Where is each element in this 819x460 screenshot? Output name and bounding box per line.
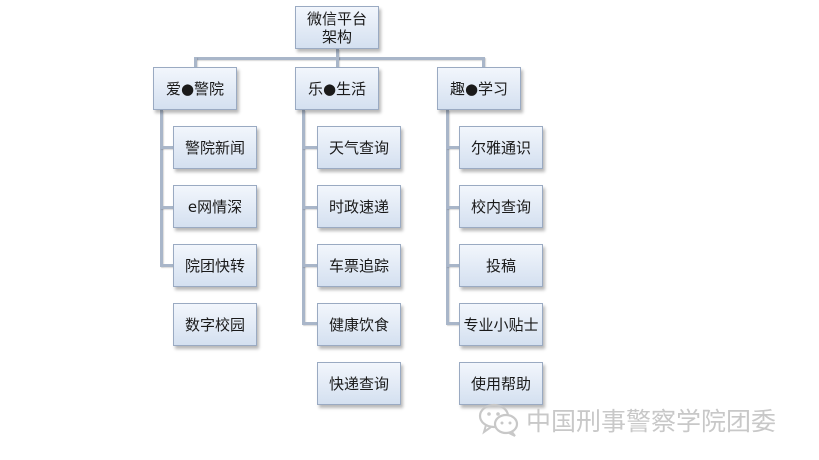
category-node: 趣●学习 <box>437 67 521 110</box>
top-connector <box>194 57 484 60</box>
item-node: 专业小贴士 <box>459 303 543 346</box>
col1-drop <box>194 57 197 67</box>
item-node: 快递查询 <box>317 362 401 405</box>
col2-branch <box>302 206 318 209</box>
col1-spine <box>160 110 163 266</box>
col3-branch <box>446 146 460 149</box>
col3-branch <box>446 264 460 267</box>
item-node: 车票追踪 <box>317 244 401 287</box>
item-node: 院团快转 <box>173 244 257 287</box>
col2-branch <box>302 264 318 267</box>
col2-spine <box>302 110 305 324</box>
root-connector <box>336 49 339 59</box>
item-node: 尔雅通识 <box>459 126 543 169</box>
root-node: 微信平台 架构 <box>295 6 379 49</box>
category-node: 爱●警院 <box>153 67 237 110</box>
item-node: e网情深 <box>173 185 257 228</box>
col2-branch <box>302 146 318 149</box>
item-node: 警院新闻 <box>173 126 257 169</box>
item-node: 健康饮食 <box>317 303 401 346</box>
col3-branch <box>446 322 460 325</box>
item-node: 时政速递 <box>317 185 401 228</box>
col3-branch <box>446 206 460 209</box>
item-node: 使用帮助 <box>459 362 543 405</box>
category-node: 乐●生活 <box>295 67 379 110</box>
col3-drop <box>482 57 485 67</box>
wechat-icon <box>478 403 519 437</box>
item-node: 天气查询 <box>317 126 401 169</box>
watermark: 中国刑事警察学院团委 <box>478 398 776 442</box>
col2-drop <box>336 57 339 67</box>
col3-spine <box>446 110 449 324</box>
item-node: 数字校园 <box>173 303 257 346</box>
col2-branch <box>302 322 318 325</box>
col1-branch <box>160 146 174 149</box>
item-node: 投稿 <box>459 244 543 287</box>
col1-branch <box>160 206 174 209</box>
col1-branch <box>160 264 174 267</box>
watermark-text: 中国刑事警察学院团委 <box>526 407 777 436</box>
item-node: 校内查询 <box>459 185 543 228</box>
